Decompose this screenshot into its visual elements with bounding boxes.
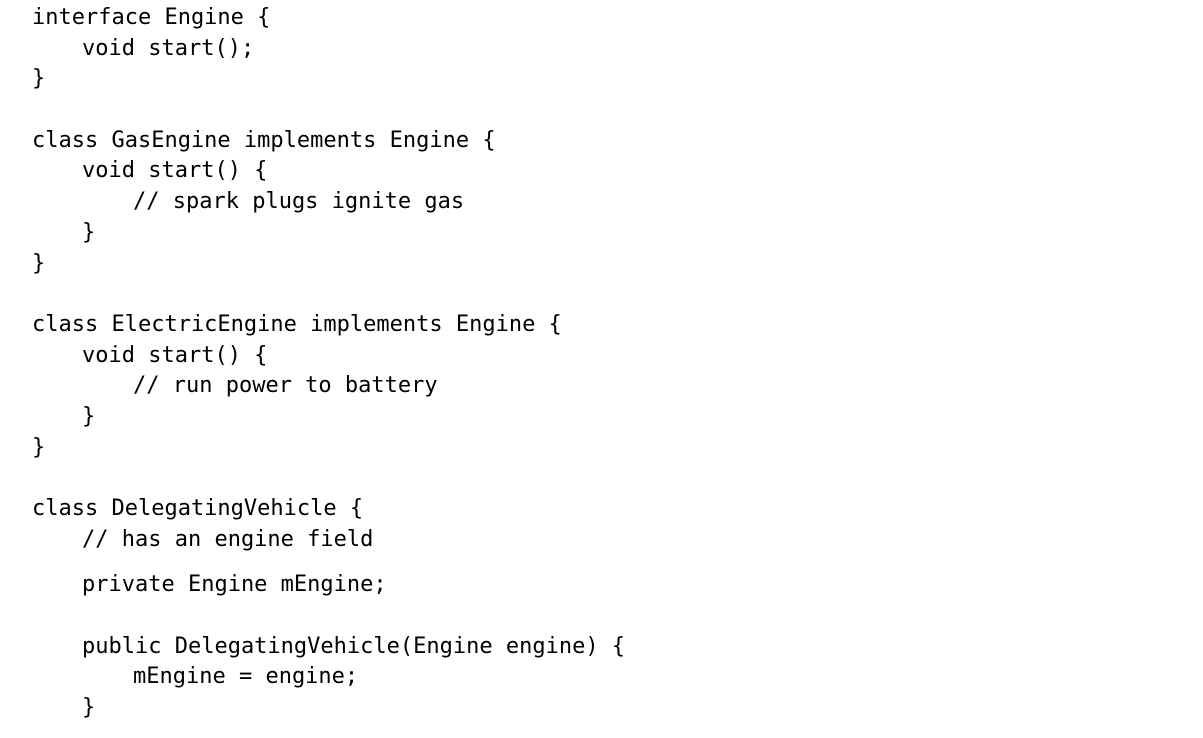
code-comment: // run power to battery [133, 373, 438, 399]
code-line: void start() { [82, 342, 268, 368]
code-comment: // has an engine field [82, 526, 374, 552]
code-line: public DelegatingVehicle(Engine engine) … [82, 633, 626, 659]
code-line: interface Engine { [32, 5, 271, 30]
code-block: interface Engine { void start(); } class… [32, 3, 625, 724]
code-line: void start() { [82, 158, 268, 184]
code-line: class GasEngine implements Engine { [32, 127, 496, 153]
code-line: } [32, 66, 46, 92]
code-line: } [32, 434, 46, 460]
code-line: } [82, 695, 96, 721]
code-line: } [82, 403, 96, 429]
code-line-blank [32, 279, 625, 310]
code-line-blank [32, 555, 625, 570]
code-line: class DelegatingVehicle { [32, 496, 364, 521]
code-line: } [32, 250, 46, 276]
code-line: private Engine mEngine; [82, 572, 387, 598]
code-line: void start(); [82, 35, 255, 61]
code-line: } [82, 219, 96, 245]
code-comment: // spark plugs ignite gas [133, 189, 465, 215]
code-line-blank [32, 463, 625, 494]
code-line-blank [32, 601, 625, 632]
code-line-blank [32, 95, 625, 126]
code-line: mEngine = engine; [133, 664, 359, 690]
code-line: class ElectricEngine implements Engine { [32, 311, 562, 337]
